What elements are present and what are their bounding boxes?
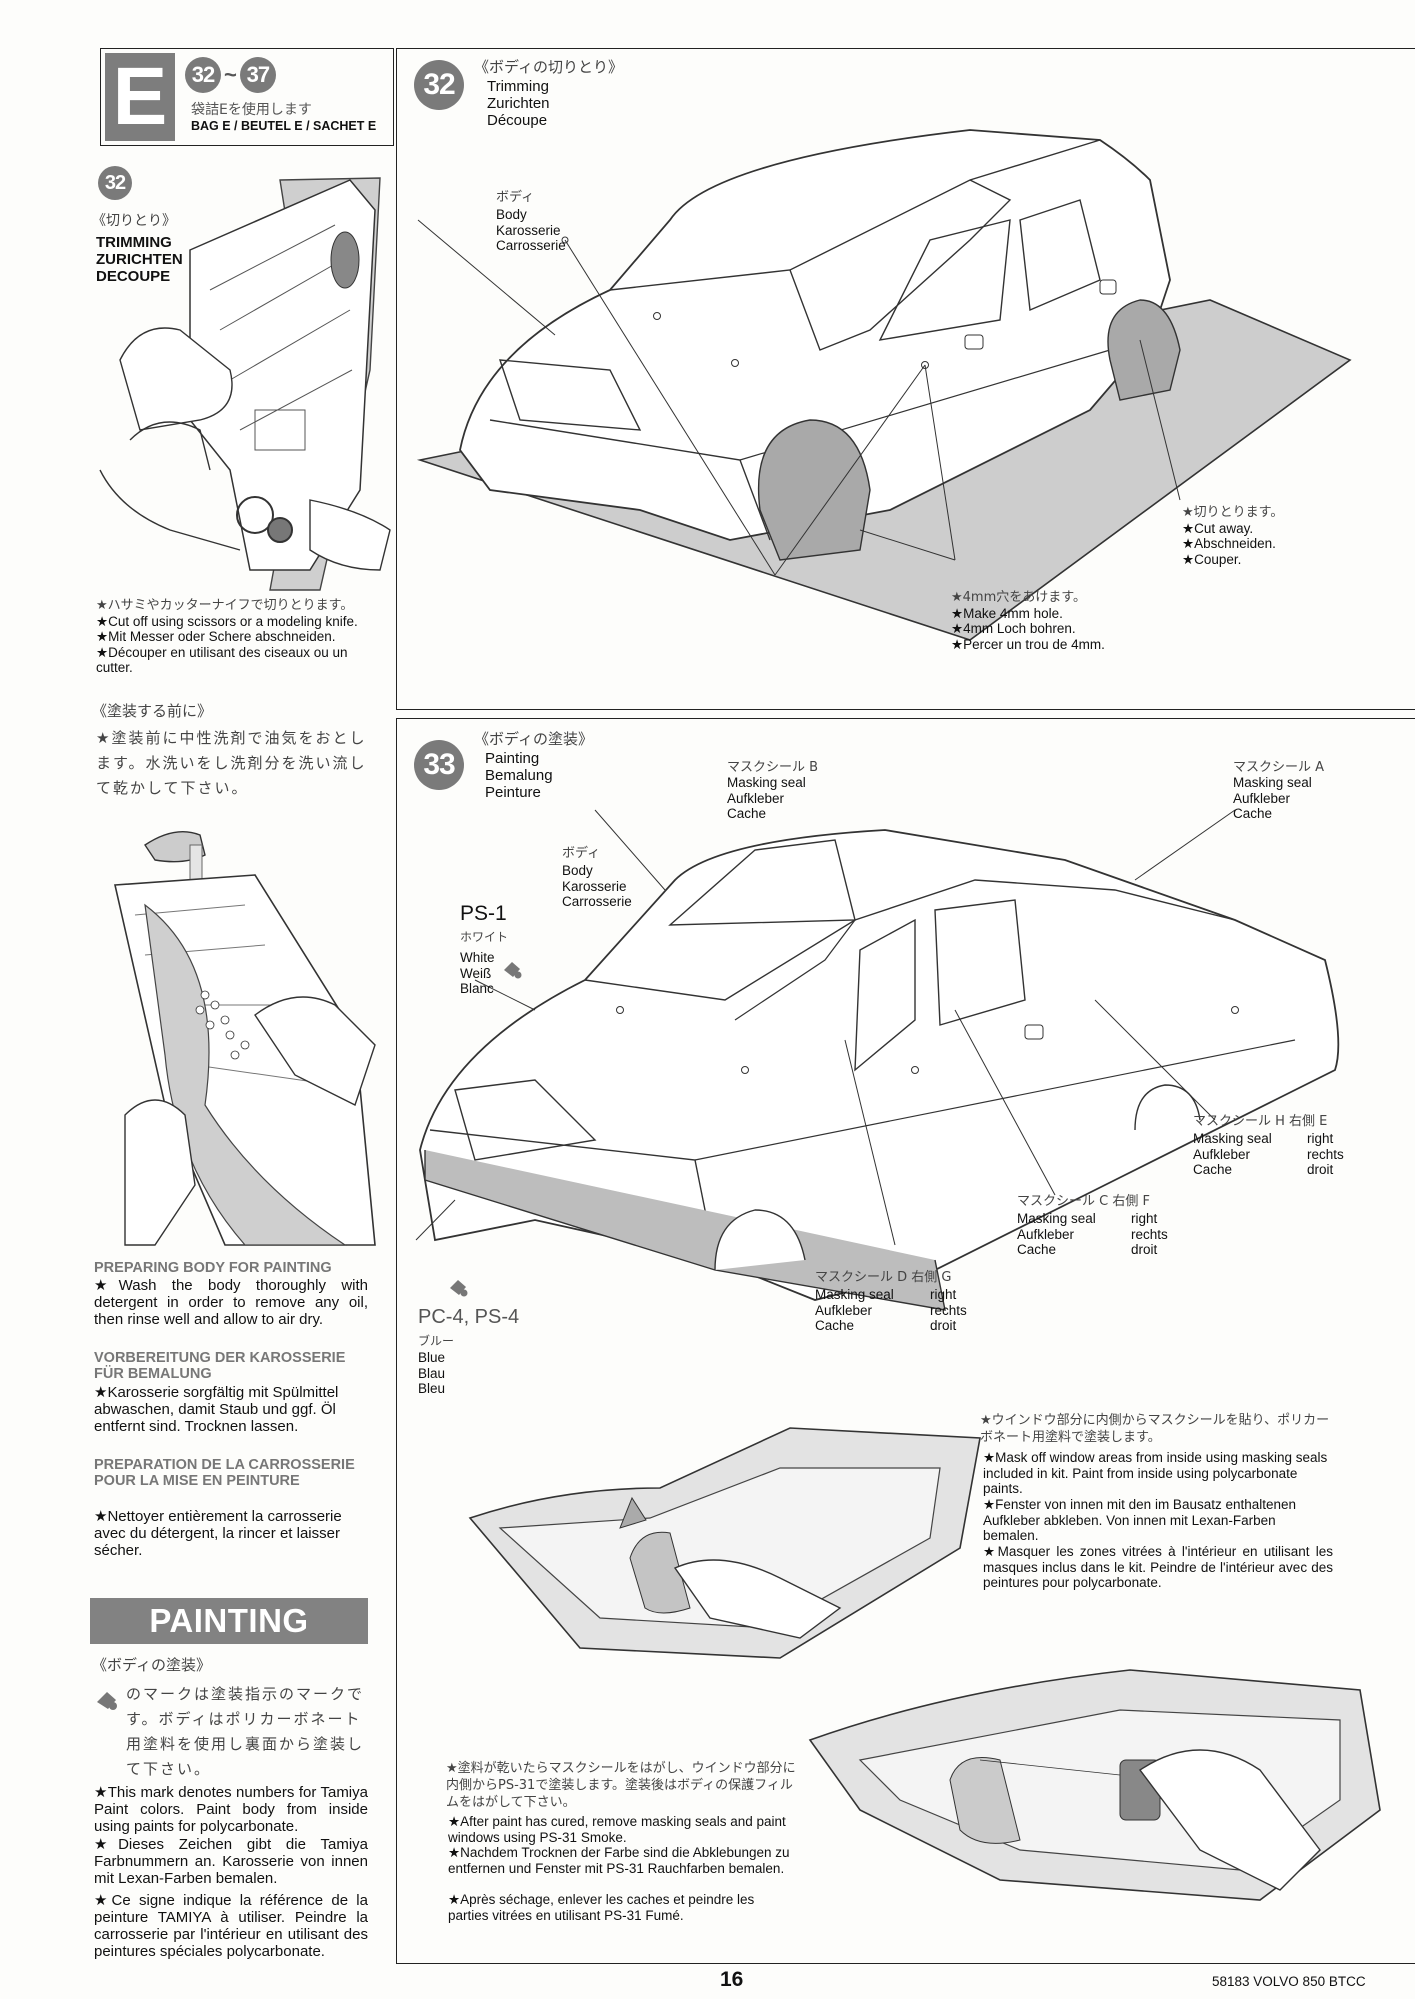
after-fr: ★Après séchage, enlever les caches et pe… — [448, 1892, 755, 1923]
section-header: E 32 ~ 37 袋詰Eを使用します BAG E / BEUTEL E / S… — [100, 48, 394, 146]
step-range-sep: ~ — [224, 62, 237, 87]
masking-inside-illustration — [468, 1427, 981, 1659]
step-33-seal-cf-right: right rechts droit — [1131, 1211, 1168, 1257]
step-33-seal-b-label: Masking seal Aufkleber Cache — [727, 775, 806, 821]
step-32-cut-note: ★切りとります。 ★Cut away. ★Abschneiden. ★Coupe… — [1182, 505, 1284, 567]
step-32-left-badge: 32 — [98, 166, 132, 200]
bag-label: BAG E / BEUTEL E / SACHET E — [191, 119, 377, 133]
pc4-paint-icon — [450, 1280, 468, 1297]
step-33-car-illustration — [415, 809, 1340, 1311]
step-range-start: 32 — [185, 57, 221, 93]
before-paint-fr-text: ★Nettoyer entièrement la carrosserie ave… — [94, 1508, 342, 1559]
painting-de-text: ★Dieses Zeichen gibt die Tamiya Farbnumm… — [94, 1836, 368, 1887]
section-letter: E — [112, 51, 168, 142]
step-33-seal-a-label: Masking seal Aufkleber Cache — [1233, 775, 1312, 821]
step-33-badge: 33 — [414, 740, 464, 790]
before-paint-de-title: VORBEREITUNG DER KAROSSERIE FÜR BEMALUNG — [94, 1350, 346, 1382]
after-de: ★Nachdem Trocknen der Farbe sind die Abk… — [448, 1845, 790, 1876]
painting-banner-text: PAINTING — [149, 1602, 309, 1639]
before-paint-jp-title: 《塗装する前に》 — [92, 702, 213, 720]
ps1-paint-icon — [504, 962, 522, 979]
step-33-jp: 《ボディの塗装》 — [474, 730, 593, 748]
pc4-label: Blue Blau Bleu — [418, 1350, 446, 1396]
step-33-body-label: Body Karosserie Carrosserie — [562, 863, 632, 909]
step-32-badge: 32 — [414, 60, 464, 110]
after-en: ★After paint has cured, remove masking s… — [448, 1814, 786, 1845]
pc4-code: PC-4, PS-4 — [418, 1306, 520, 1328]
step-33-title: Painting Bemalung Peinture — [485, 750, 553, 801]
painting-fr-text: ★Ce signe indique la référence de la pei… — [94, 1892, 368, 1960]
ps1-label: White Weiß Blanc — [460, 950, 495, 996]
before-paint-fr-title: PREPARATION DE LA CARROSSERIE POUR LA MI… — [94, 1457, 355, 1489]
step-32-jp: 《ボディの切りとり》 — [474, 58, 623, 76]
painting-jp-text: のマークは塗装指示のマークです。ボディはポリカーボネート用塗料を使用し裏面から塗… — [126, 1685, 365, 1778]
step-33-seal-he-label: Masking seal Aufkleber Cache — [1193, 1131, 1272, 1177]
painting-jp-title: 《ボディの塗装》 — [92, 1656, 211, 1674]
step-33-seal-cf-label: Masking seal Aufkleber Cache — [1017, 1211, 1096, 1257]
product-code: 58183 VOLVO 850 BTCC — [1212, 1974, 1366, 1989]
step-32-car-illustration — [416, 129, 1352, 641]
page-number: 16 — [720, 1968, 744, 1991]
trimming-title: TRIMMING ZURICHTEN DECOUPE — [96, 234, 183, 285]
step-32-hole-note: ★4mm穴をあけます。 ★Make 4mm hole. ★4mm Loch bo… — [951, 590, 1105, 652]
before-paint-en-text: ★Wash the body thoroughly with detergent… — [94, 1277, 368, 1328]
trimming-notes: ★ハサミやカッターナイフで切りとります。 ★Cut off using scis… — [96, 598, 358, 675]
step-32-body-label: Body Karosserie Carrosserie — [496, 207, 566, 253]
paint-mark-icon — [97, 1692, 117, 1710]
after-jp: ★塗料が乾いたらマスクシールをはがし、ウインドウ部分に内側からPS-31で塗装し… — [446, 1761, 796, 1810]
before-paint-jp-text: ★塗装前に中性洗剤で油気をおとします。水洗いをし洗剤分を洗い流して乾かして下さい… — [96, 729, 367, 797]
trimming-illustration — [99, 177, 391, 591]
bag-jp: 袋詰Eを使用します — [191, 102, 312, 118]
before-paint-de-text: ★Karosserie sorgfältig mit Spülmittel ab… — [94, 1384, 339, 1435]
window-de: ★Fenster von innen mit den im Bausatz en… — [983, 1497, 1297, 1543]
window-en: ★Mask off window areas from inside using… — [983, 1450, 1328, 1496]
section-letter-box: E — [105, 53, 175, 141]
trimming-jp: 《切りとり》 — [92, 213, 176, 229]
ps1-code: PS-1 — [460, 902, 507, 925]
before-paint-en-title: PREPARING BODY FOR PAINTING — [94, 1260, 332, 1276]
step-33-seal-dg-label: Masking seal Aufkleber Cache — [815, 1287, 894, 1333]
step-33-seal-he-right: right rechts droit — [1307, 1131, 1344, 1177]
step-range-end: 37 — [239, 57, 276, 93]
step-33-seal-dg-right: right rechts droit — [930, 1287, 967, 1333]
ps1-jp: ホワイト — [460, 930, 509, 944]
step-33-seal-a-jp: マスクシール A — [1233, 760, 1325, 775]
step-range: 32 ~ 37 — [185, 55, 276, 95]
painting-en-text: ★This mark denotes numbers for Tamiya Pa… — [94, 1784, 368, 1835]
step-33-seal-b-jp: マスクシール B — [727, 760, 819, 775]
step-32-title: Trimming Zurichten Découpe — [487, 78, 550, 129]
pc4-jp: ブルー — [418, 1334, 455, 1348]
step-33-seal-he-jp: マスクシール H 右側 E — [1193, 1114, 1328, 1129]
window-fr: ★Masquer les zones vitrées à l'intérieur… — [983, 1544, 1333, 1590]
step-32-box — [396, 48, 1415, 710]
spray-paint-illustration — [808, 1669, 1381, 1901]
step-33-box — [396, 718, 1415, 1964]
painting-banner: PAINTING — [90, 1598, 368, 1644]
window-jp: ★ウインドウ部分に内側からマスクシールを貼り、ポリカーボネート用塗料で塗装します… — [980, 1413, 1330, 1445]
step-33-seal-cf-jp: マスクシール C 右側 F — [1017, 1194, 1150, 1209]
step-32-body-jp: ボディ — [496, 190, 535, 205]
step-33-body-jp: ボディ — [562, 846, 601, 861]
washing-illustration — [114, 831, 376, 1246]
step-33-seal-dg-jp: マスクシール D 右側 G — [815, 1270, 952, 1285]
